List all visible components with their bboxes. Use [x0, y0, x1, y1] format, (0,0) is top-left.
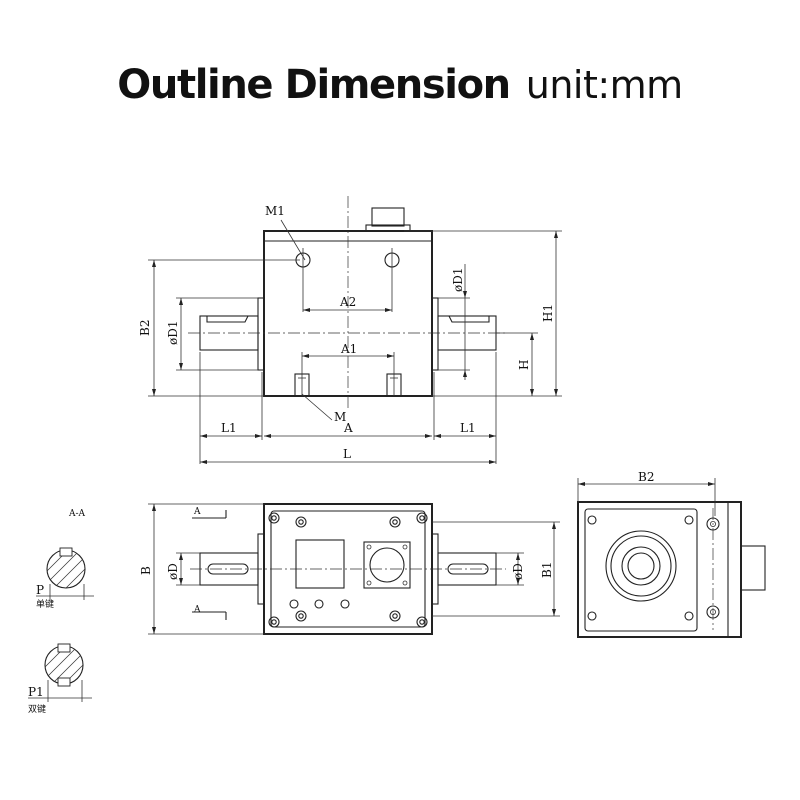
dim-label-m: M: [334, 410, 346, 424]
side-flange-plate: [584, 508, 698, 632]
left-keyway: [206, 315, 249, 323]
dim-label-h: H: [517, 360, 531, 370]
indicator-hole-1: [289, 599, 299, 609]
dim-label-d-right: øD: [511, 563, 525, 580]
unit-label: unit:mm: [525, 63, 683, 107]
dim-label-a: A: [343, 421, 353, 435]
title-block: Outline Dimension unit:mm: [0, 62, 800, 132]
section-marker-top: A: [193, 507, 201, 517]
top-left-keyway: [207, 563, 249, 575]
section-title: A-A: [68, 509, 86, 519]
dim-label-l: L: [343, 447, 351, 461]
front-view: A2 A1 M1 M L1 A L1 L: [138, 196, 562, 464]
dim-label-b2-front: B2: [138, 320, 152, 336]
dim-label-d1-left: øD1: [166, 321, 180, 345]
page-title: Outline Dimension: [117, 62, 511, 108]
dim-label-h1: H1: [541, 304, 555, 322]
right-shaft: [437, 315, 497, 351]
side-connector: [740, 545, 766, 591]
connector-circle: [369, 547, 405, 583]
indicator-hole-2: [314, 599, 324, 609]
dim-label-d-left: øD: [166, 563, 180, 580]
double-key-note: 双键: [28, 703, 46, 715]
dim-label-b: B: [139, 566, 153, 575]
top-connector: [371, 207, 405, 227]
right-keyway: [448, 315, 490, 323]
side-view: B2: [577, 470, 766, 638]
side-bore-outer: [605, 530, 677, 602]
connector-flange: [363, 541, 411, 589]
section-view: A-A P 单键: [28, 509, 94, 715]
dim-label-p1: P1: [28, 685, 44, 699]
dim-label-l1-left: L1: [221, 421, 237, 435]
single-key-note: 单键: [36, 598, 54, 610]
top-corner-holes: [268, 512, 428, 628]
double-key-section: P1 双键: [28, 643, 92, 715]
dim-label-l1-right: L1: [460, 421, 476, 435]
dim-label-d1-right: øD1: [451, 268, 465, 292]
top-right-keyway: [447, 563, 489, 575]
dim-label-a1: A1: [340, 342, 357, 356]
indicator-hole-3: [340, 599, 350, 609]
dim-label-a2: A2: [339, 295, 356, 309]
dim-label-b2-side: B2: [638, 470, 654, 484]
top-left-shaft: [199, 552, 259, 586]
dim-label-b1: B1: [540, 562, 554, 578]
display-window: [295, 539, 345, 589]
dim-label-p: P: [36, 583, 44, 597]
single-key-section: P 单键: [36, 547, 94, 610]
dim-label-m1: M1: [265, 204, 285, 218]
top-view: A A B øD øD B1: [139, 503, 560, 635]
section-marker-bottom: A: [193, 605, 201, 615]
side-bore-inner: [627, 552, 655, 580]
